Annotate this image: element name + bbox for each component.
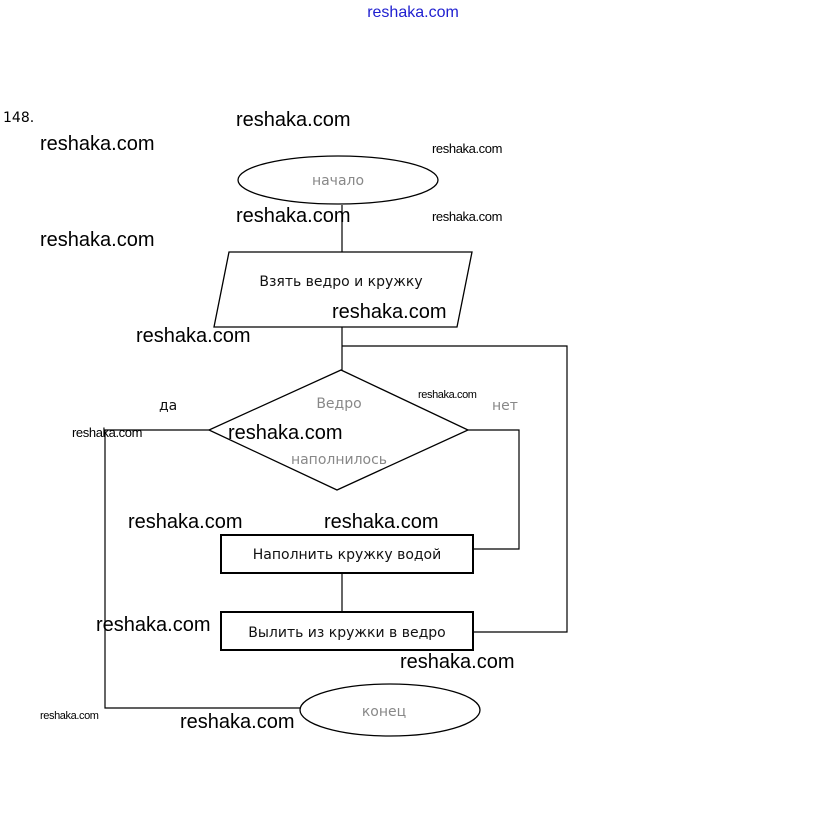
- watermark: reshaka.com: [40, 133, 155, 155]
- watermark: reshaka.com: [96, 614, 211, 636]
- watermark: reshaka.com: [324, 511, 439, 533]
- input-block: Взять ведро и кружку: [213, 251, 473, 328]
- watermark: reshaka.com: [432, 141, 502, 156]
- start-label: начало: [312, 173, 364, 189]
- decision-block: Ведро наполнилось да нет: [159, 369, 518, 491]
- decision-diamond: [207, 369, 470, 491]
- watermark: reshaka.com: [40, 710, 99, 722]
- no-label: нет: [492, 398, 518, 414]
- process-fill-label: Наполнить кружку водой: [253, 547, 441, 563]
- watermark: reshaka.com: [180, 711, 295, 733]
- input-parallelogram: [213, 251, 473, 328]
- input-label: Взять ведро и кружку: [259, 274, 422, 290]
- watermarks: reshaka.com reshaka.com reshaka.com resh…: [40, 109, 515, 733]
- watermark: reshaka.com: [228, 422, 343, 444]
- watermark: reshaka.com: [40, 229, 155, 251]
- end-terminal: конец: [299, 683, 481, 737]
- process-pour-rect: [220, 611, 474, 651]
- watermark: reshaka.com: [332, 301, 447, 323]
- start-terminal: начало: [237, 155, 439, 205]
- end-label: конец: [362, 704, 406, 720]
- process-pour: Вылить из кружки в ведро: [220, 611, 474, 651]
- connector-loop-back: [342, 345, 568, 633]
- connector-no-to-fill: [468, 429, 520, 550]
- problem-number: 148.: [3, 110, 34, 126]
- watermark: reshaka.com: [72, 425, 142, 440]
- start-ellipse: [237, 155, 439, 205]
- connectors: [104, 205, 568, 709]
- watermark: reshaka.com: [128, 511, 243, 533]
- connector-yes-to-end: [104, 429, 300, 709]
- decision-label-line1: Ведро: [316, 396, 361, 412]
- process-pour-label: Вылить из кружки в ведро: [248, 625, 446, 641]
- watermark: reshaka.com: [236, 109, 351, 131]
- watermark: reshaka.com: [400, 651, 515, 673]
- header-watermark[interactable]: reshaka.com: [367, 4, 459, 21]
- watermark: reshaka.com: [418, 389, 477, 401]
- watermark: reshaka.com: [136, 325, 251, 347]
- watermark: reshaka.com: [432, 209, 502, 224]
- decision-label-line2: наполнилось: [291, 452, 387, 468]
- yes-label: да: [159, 398, 177, 414]
- watermark: reshaka.com: [236, 205, 351, 227]
- end-ellipse: [299, 683, 481, 737]
- process-fill: Наполнить кружку водой: [220, 534, 474, 574]
- process-fill-rect: [220, 534, 474, 574]
